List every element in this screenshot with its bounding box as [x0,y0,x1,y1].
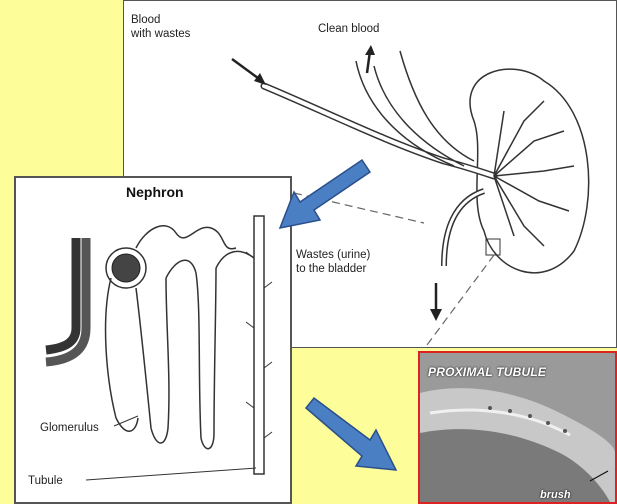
micrograph-title: PROXIMAL TUBULE [428,365,546,379]
wastes-label-line2: to the bladder [296,262,366,276]
blood-with-wastes-label-line2: with wastes [131,27,190,41]
wastes-label: Wastes (urine) [296,248,370,262]
tubule-label: Tubule [28,474,63,488]
clean-blood-label: Clean blood [318,22,379,36]
kidney-vessels [494,101,574,246]
tubule-pointer [86,468,256,480]
glomerulus-label: Glomerulus [40,421,99,435]
nephron-artery [46,238,76,350]
blue-arrow-to-micrograph [306,398,396,470]
nephron-drawing [16,178,290,502]
nephron-panel: Nephron Glomerulus Tubule [14,176,292,504]
micrograph-label-partial: brush [540,489,571,501]
collecting-duct [254,216,264,474]
micrograph-panel: PROXIMAL TUBULE brush [418,351,617,504]
glomerulus [112,254,140,282]
blood-with-wastes-label: Blood [131,13,160,27]
